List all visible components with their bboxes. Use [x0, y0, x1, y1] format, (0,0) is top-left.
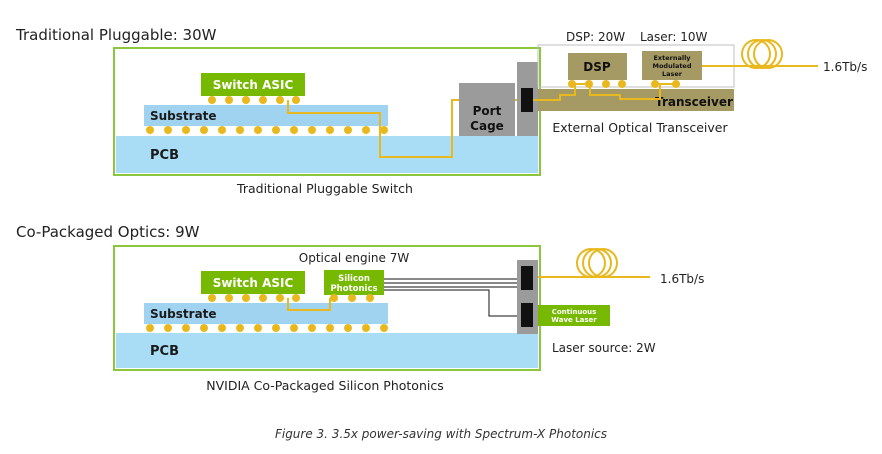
bottom-silicon-photonics	[324, 270, 384, 295]
top-substrate	[144, 105, 388, 126]
top-solder-balls-pcb	[146, 126, 388, 134]
top-substrate-label: Substrate	[150, 109, 217, 123]
bottom-caption: NVIDIA Co-Packaged Silicon Photonics	[206, 378, 443, 393]
top-caption: Traditional Pluggable Switch	[236, 181, 413, 196]
bottom-rate: 1.6Tb/s	[660, 272, 704, 286]
top-transceiver-trace	[533, 83, 680, 101]
bottom-fiber-coil-icon	[538, 248, 650, 278]
top-port-cage-line1: Port	[473, 104, 502, 118]
bottom-switch-asic-label: Switch ASIC	[213, 276, 294, 290]
top-dsp-label: DSP	[583, 60, 611, 74]
top-dsp-chip	[568, 53, 627, 80]
bottom-pcb	[116, 333, 538, 368]
top-eml-line2: Modulated	[653, 62, 692, 70]
top-switch-asic-label: Switch ASIC	[213, 78, 294, 92]
top-fiber-coil-icon	[702, 39, 818, 69]
top-connector-plug	[521, 88, 533, 112]
top-port-cage-line2: Cage	[470, 119, 504, 133]
bottom-connector-plug-upper	[521, 266, 533, 290]
bottom-substrate	[144, 303, 388, 324]
bottom-heading: Co-Packaged Optics: 9W	[16, 223, 200, 241]
top-external-label: External Optical Transceiver	[552, 120, 728, 135]
top-eml-chip	[642, 51, 702, 80]
top-pcb	[116, 136, 538, 173]
bottom-cw-line1: Continuous	[552, 308, 597, 316]
top-eml-line3: Laser	[662, 70, 683, 78]
top-port-cage	[459, 83, 515, 136]
top-laser-power: Laser: 10W	[640, 30, 708, 44]
bottom-cw-laser	[538, 305, 610, 326]
bottom-connector-plug-lower	[521, 303, 533, 327]
top-dsp-power: DSP: 20W	[566, 30, 625, 44]
top-heading: Traditional Pluggable: 30W	[15, 26, 217, 44]
bottom-solder-balls-asic	[208, 294, 374, 302]
top-eml-line1: Externally	[653, 54, 691, 62]
top-rate: 1.6Tb/s	[823, 60, 867, 74]
bottom-laser-source: Laser source: 2W	[552, 341, 656, 355]
top-transceiver-solder	[568, 80, 680, 88]
top-pcb-label: PCB	[150, 148, 179, 163]
bottom-switch-asic	[201, 271, 305, 294]
bottom-optical-fibers	[384, 278, 521, 317]
top-switch-asic	[201, 73, 305, 96]
top-solder-balls-asic	[208, 96, 300, 104]
bottom-optical-engine: Optical engine 7W	[299, 251, 410, 265]
bottom-silicon-line1: Silicon	[338, 274, 370, 284]
top-transceiver-label: Transceiver	[655, 95, 733, 109]
bottom-electrical-trace	[287, 298, 331, 311]
bottom-cw-line2: Wave Laser	[551, 316, 597, 324]
top-electrical-trace	[287, 99, 521, 158]
bottom-solder-balls-pcb	[146, 324, 388, 332]
figure-caption: Figure 3. 3.5x power-saving with Spectru…	[275, 427, 607, 441]
bottom-substrate-label: Substrate	[150, 307, 217, 321]
bottom-silicon-line2: Photonics	[330, 284, 377, 294]
bottom-pcb-label: PCB	[150, 344, 179, 359]
